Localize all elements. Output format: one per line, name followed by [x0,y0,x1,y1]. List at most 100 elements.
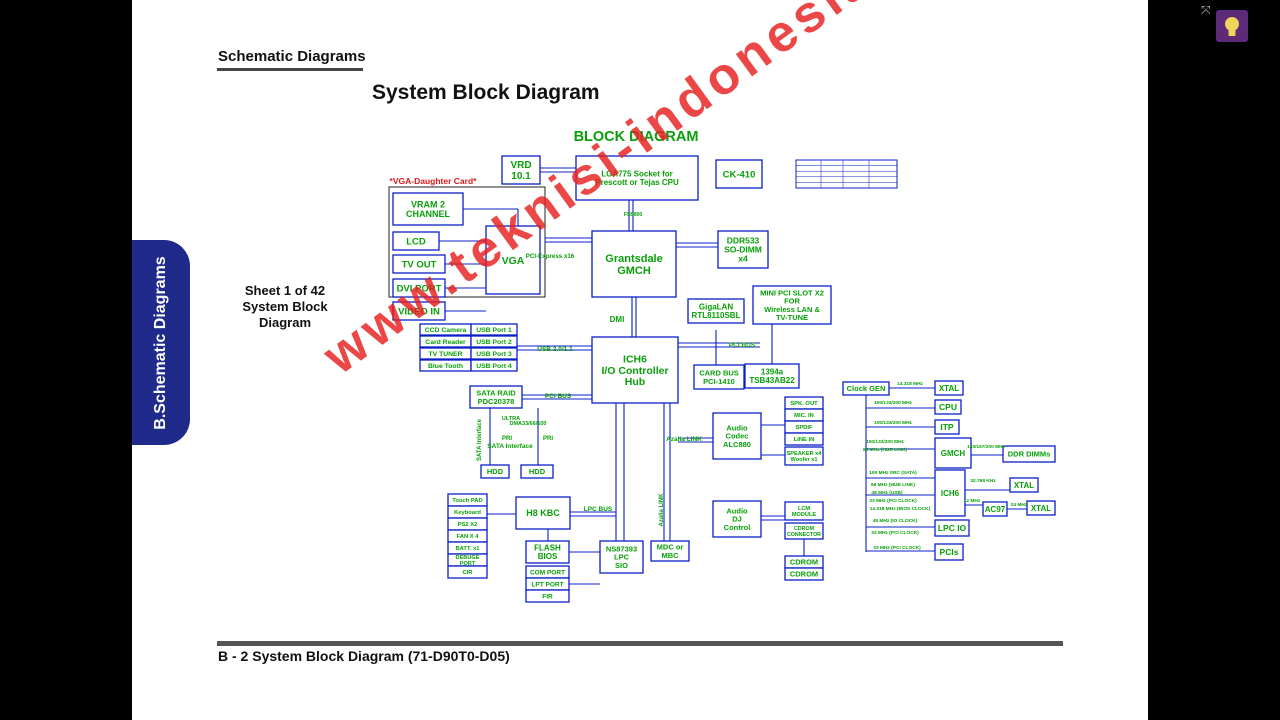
block-vrd-label: VRD [510,160,531,171]
block-fir: FIR [525,589,570,603]
block-cdrom2: CDROM [784,567,824,581]
block-micin-label: MIC. IN [794,413,814,419]
sheet-line-3: Diagram [258,315,312,330]
clock-label-c8: 66 MHz (HUB LINK) [871,482,915,488]
block-audiodj-label: DJ [732,515,742,524]
block-ck410-label: CK-410 [723,169,756,180]
block-gmch2: GMCH [934,437,972,469]
diagram-title: BLOCK DIAGRAM [574,129,699,145]
block-hdd1-label: HDD [487,467,504,476]
block-bluetooth: Blue Tooth [419,359,472,372]
block-flash-label: BIOS [538,552,558,561]
block-lcd: LCD [392,231,440,251]
block-ddrdimms: DDR DIMMs [1002,445,1056,463]
clock-label-c16: 33 MHz (PCI CLOCK) [871,530,919,536]
block-ps2: PS2 X2 [447,517,488,531]
block-usb2: USB Port 2 [470,335,518,348]
block-audiocodec-label: Codec [726,432,749,441]
clock-label-c13: 12 MHz [964,498,981,504]
block-gmch-label: GMCH [617,265,651,277]
block-lpcio-label: LPC IO [938,523,967,533]
lightbulb-glyph [1225,17,1239,36]
bus-label-pri1: PRI [502,436,512,442]
clock-label-c5: 66 MHz (HUB LINK) [863,447,907,453]
block-cdrom1-label: CDROM [790,558,818,567]
block-clockgen: Clock GEN [842,381,890,396]
bus-label-azalia1: Azalia LINK [666,436,702,443]
block-itp: ITP [934,419,960,435]
block-debug-label: PORT [460,561,476,567]
block-lpcio: LPC IO [934,519,970,537]
block-xtal1-label: XTAL [939,384,959,393]
block-clockgen-label: Clock GEN [847,384,886,393]
block-gmch-label: Grantsdale [605,253,662,265]
block-ddr-label: x4 [738,254,748,264]
block-gigalan-label: RTL8110SBL [692,311,741,320]
block-cardreader-label: Card Reader [425,339,466,346]
block-lptport: LPT PORT [525,577,570,591]
bus-label-fsb: FSB800 [624,212,643,218]
block-cardbus-label: PCI-1410 [703,377,735,386]
block-vram-label: CHANNEL [406,209,451,219]
block-ich62: ICH6 [934,469,966,517]
sheet-line-2: System Block [242,299,328,314]
block-pcis: PCIs [934,543,964,561]
block-cdromconn-label: CDROM [794,526,815,532]
block-usb3-label: USB Port 3 [476,351,512,358]
block-speaker-label: Woofer x1 [791,457,818,463]
block-audiodj-label: Audio [726,507,748,516]
block-minipci-label: Wireless LAN & [764,305,820,314]
fullscreen-icon[interactable]: ⤧ [1201,3,1211,17]
block-cdrom2-label: CDROM [790,570,818,579]
block-lcd-label: LCD [406,236,426,247]
block-cir: CIR [447,565,488,579]
block-hdd2-label: HDD [529,467,546,476]
bus-label-pciex: PCI-Express x16 [526,253,575,260]
block-xtal2-label: XTAL [1014,481,1034,490]
block-batt: BATT. x1 [447,541,488,555]
block-cardreader: Card Reader [419,335,472,348]
block-xtal1: XTAL [934,380,964,396]
block-spdif-label: SPDIF [795,425,813,431]
block-ck410: CK-410 [715,159,763,189]
sheet-caption: Sheet 1 of 42 System Block Diagram [232,283,338,331]
block-h8kbc: H8 KBC [515,496,571,530]
clock-label-c10: 33 MHz (PCI CLOCK) [869,498,917,504]
clock-label-c1: 14.318 MHz [897,381,923,387]
block-ccd-label: CCD Camera [425,327,467,334]
bus-label-ultra: ULTRA [502,416,520,422]
block-ac97: AC97 [982,501,1008,517]
block-spdif: SPDIF [784,420,824,434]
block-ich6-label: I/O Controller [601,365,668,377]
block-mdc-label: MBC [661,551,679,560]
block-ddrdimms-label: DDR DIMMs [1008,450,1051,459]
clock-label-c2: 100/133/200 MHz [874,400,912,406]
block-speaker-label: SPEAKER x4 [787,451,823,457]
block-tvtuner: TV TUNER [419,347,472,360]
frequency-table [795,159,898,189]
block-keyboard-label: Keyboard [454,510,481,516]
block-gmch2-label: GMCH [941,449,966,458]
block-micin: MIC. IN [784,408,824,422]
block-ns87393-label: SIO [615,561,628,570]
block-gigalan-label: GigaLAN [699,303,733,312]
block-videoin-label: VIDEO IN [398,306,440,317]
block-touchpad: Touch PAD [447,493,488,507]
bus-label-lpcbus: LPC BUS [584,506,613,513]
block-spkout: SPK. OUT [784,396,824,410]
block-cpu-label: CPU [939,402,957,412]
block-comport: COM PORT [525,565,570,579]
block-keyboard: Keyboard [447,505,488,519]
lightbulb-icon[interactable] [1216,10,1248,42]
block-ddr-label: DDR533 [727,235,760,245]
block-dvi-label: DVI PORT [397,283,442,294]
